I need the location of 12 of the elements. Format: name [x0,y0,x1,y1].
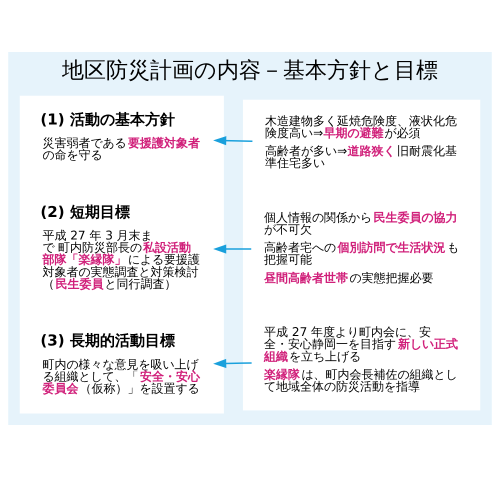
node-text: (2) 短期目標 平成 27 年 3 月末まで 町内防災部長の私設活動部隊「楽縁隊」による要援護対象者の実態調査と対策検討（民生委員と同行調査） [40,202,200,291]
diagram-title: 地区防災計画の内容－基本方針と目標 [62,58,438,84]
node-text: 木造建物多く延焼危険度、液状化危険度高い⇒早期の避難が必須 高齢者が多い⇒道路狭く旧耐震化基準住宅多い [265,114,458,170]
node-text: 個人情報の関係から民生委員の協力が不可欠 高齢者宅への個別訪問で生活状況も把握可能 昼間高齢者世帯の実態把握必要 [264,210,460,285]
cluster [242,100,480,410]
cluster [20,96,224,414]
arrow [213,358,252,368]
node-text: (1) 活動の基本方針 災害弱者である要援護対象者の命を守る [40,110,200,162]
node-text: 平成 27 年度より町内会に、安全・安心静岡一を目指す新しい正式組織を立ち上げる 楽縁隊は、町内会長補佐の組織として地域全体の防災活動を指導 [264,325,458,394]
node-text: (3) 長期的活動目標 町内の様々な意見を吸い上げる組織として、「安全・安心委員会（仮称）」を設置する [40,332,200,396]
arrow [213,244,252,254]
arrow [213,136,252,146]
